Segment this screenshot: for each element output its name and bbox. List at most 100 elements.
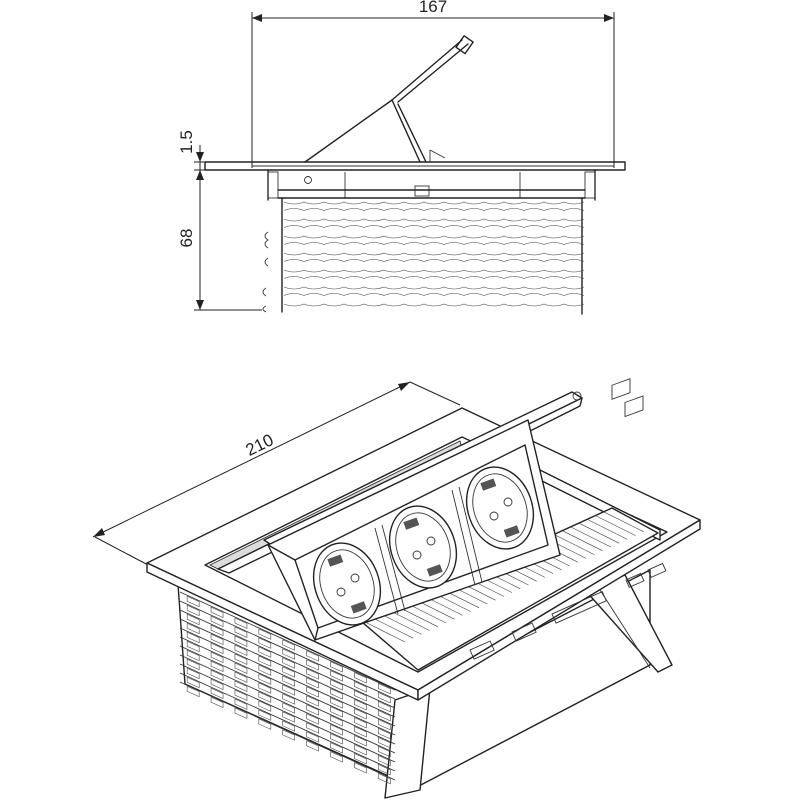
slat-slot xyxy=(330,733,343,745)
width-label-iso: 210 xyxy=(243,430,277,460)
slat-slot xyxy=(210,624,224,636)
outlet-1 xyxy=(312,542,382,626)
slat-slot xyxy=(258,637,272,649)
slat-slot xyxy=(258,646,272,658)
slat-slot xyxy=(234,680,248,692)
slat-slot xyxy=(282,711,296,723)
slat-slot xyxy=(186,667,200,680)
slat-slot xyxy=(210,669,224,681)
slat-slot xyxy=(234,707,248,719)
slat-slot xyxy=(282,666,296,678)
slat-slot xyxy=(282,702,296,714)
slat-slot xyxy=(354,672,367,684)
slat-slot xyxy=(258,673,272,685)
side-slat xyxy=(283,225,585,228)
slat-slot xyxy=(258,664,272,676)
side-slat xyxy=(283,208,585,211)
slat-slot xyxy=(282,639,296,651)
iso-slat xyxy=(179,600,396,700)
slat-slot xyxy=(186,595,200,608)
slat-slot xyxy=(377,719,391,731)
rib xyxy=(381,614,422,635)
slat-slot xyxy=(210,606,224,618)
slat-slot xyxy=(234,644,248,656)
slat-slot xyxy=(186,658,200,671)
slat-slot xyxy=(354,735,367,747)
slat-slot xyxy=(306,740,319,752)
slat-slot xyxy=(377,683,391,695)
iso-slat xyxy=(179,627,396,727)
slat-slot xyxy=(330,724,343,736)
slat-slot xyxy=(330,706,343,718)
side-view: 1.5 68 167 xyxy=(177,0,626,315)
slat-slot xyxy=(306,695,319,707)
height-label: 68 xyxy=(177,229,196,248)
iso-slat xyxy=(179,591,396,691)
earth-clip-bottom xyxy=(350,601,367,614)
side-slat xyxy=(283,218,585,222)
slat-slot xyxy=(330,679,343,691)
slat-slot xyxy=(234,626,248,638)
housing-body-iso xyxy=(177,569,651,799)
slat-slot xyxy=(330,697,343,709)
earth-clip-top xyxy=(327,554,344,567)
rib xyxy=(578,522,620,544)
slat-slot xyxy=(186,685,200,698)
slat-slot xyxy=(330,742,343,754)
rib xyxy=(554,534,595,555)
slat-slot xyxy=(377,746,391,758)
slat-slot xyxy=(210,615,224,627)
side-slat xyxy=(283,269,585,273)
slat-slot xyxy=(186,676,200,689)
slat-slot xyxy=(377,773,391,785)
earth-clip-bottom xyxy=(426,564,443,577)
slat-slot xyxy=(258,655,272,667)
width-dimension-top xyxy=(251,12,615,168)
slat-slot xyxy=(282,648,296,660)
slat-slot xyxy=(258,628,272,640)
outlet-2 xyxy=(388,505,458,589)
rib xyxy=(595,515,636,536)
slat-slot xyxy=(377,764,391,776)
slat-slot xyxy=(330,751,343,763)
slat-slot xyxy=(306,668,319,680)
side-slat xyxy=(283,252,585,256)
slat-slot xyxy=(234,671,248,683)
slat-slot xyxy=(306,722,319,734)
width-label-top: 167 xyxy=(419,0,447,16)
slat-slot xyxy=(306,731,319,743)
slat-slot xyxy=(210,651,224,663)
lid-plate xyxy=(204,161,626,171)
earth-clip-top xyxy=(403,517,420,530)
lid-thickness-label: 1.5 xyxy=(177,130,196,154)
slat-slot xyxy=(258,682,272,694)
slat-slot xyxy=(377,755,391,767)
slat-slot xyxy=(354,690,367,702)
slat-slot xyxy=(234,617,248,629)
slat-slot xyxy=(186,604,200,617)
iso-slat xyxy=(179,636,396,736)
outlet-3 xyxy=(465,466,535,550)
slat-slot xyxy=(306,677,319,689)
height-dimensions xyxy=(194,145,262,311)
side-clips xyxy=(262,231,269,313)
slat-slot xyxy=(282,729,296,741)
ventilation-slats-side xyxy=(283,201,585,307)
slat-slot xyxy=(306,704,319,716)
rib xyxy=(373,617,414,639)
iso-slat xyxy=(179,618,396,718)
slat-slot xyxy=(377,710,391,722)
ventilation-slats-iso xyxy=(179,591,396,785)
side-slat xyxy=(283,201,585,205)
rib xyxy=(603,511,644,533)
earth-clip-top xyxy=(480,478,497,491)
side-slat xyxy=(283,242,585,245)
side-slat xyxy=(283,259,585,262)
slat-slot xyxy=(258,718,272,730)
slat-slot xyxy=(354,717,367,729)
slat-slot xyxy=(377,728,391,740)
slat-slot xyxy=(354,753,367,765)
rib xyxy=(570,526,611,548)
slat-slot xyxy=(306,650,319,662)
